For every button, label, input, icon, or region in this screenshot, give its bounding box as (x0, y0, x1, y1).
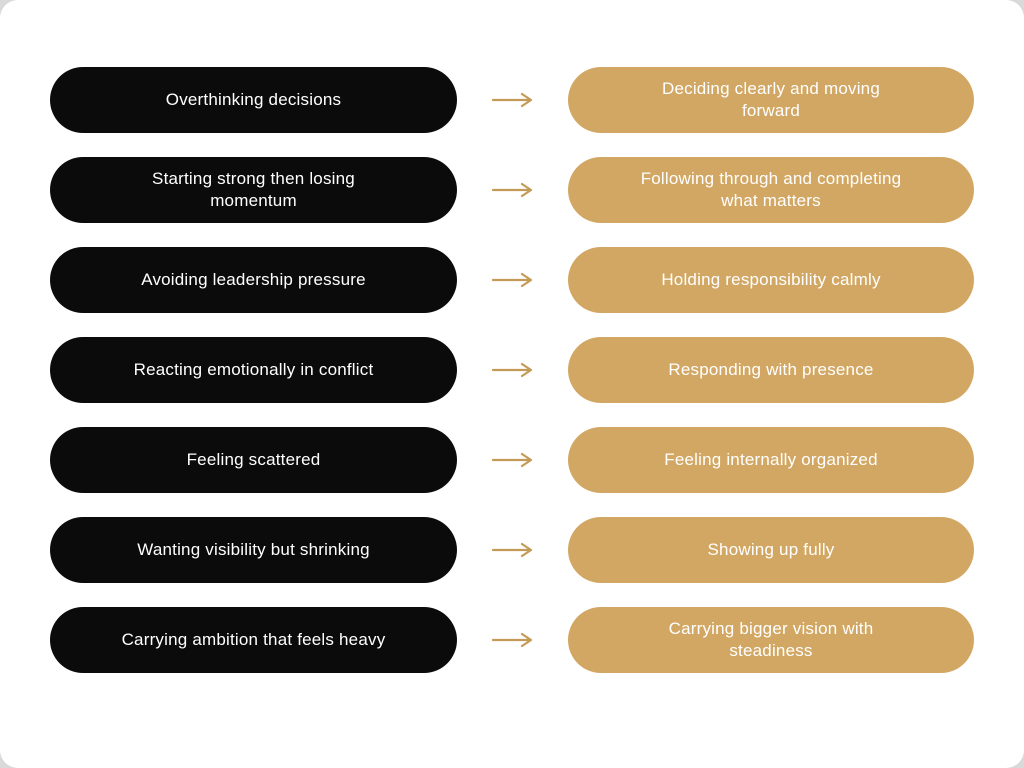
problem-label: Avoiding leadership pressure (141, 269, 366, 289)
problem-pill: Reacting emotionally in conflict (50, 337, 457, 403)
outcome-pill: Responding with presence (568, 337, 974, 403)
outcome-pill: Following through and completing what ma… (568, 157, 974, 223)
arrow-cell (457, 631, 568, 649)
problem-pill: Feeling scattered (50, 427, 457, 493)
outcome-label: Holding responsibility calmly (661, 269, 881, 289)
transformation-row: Wanting visibility but shrinking Showing… (50, 517, 974, 583)
problem-label: Carrying ambition that feels heavy (121, 629, 386, 649)
arrow-cell (457, 271, 568, 289)
right-arrow-icon (491, 92, 532, 108)
outcome-pill: Feeling internally organized (568, 427, 974, 493)
problem-label: Overthinking decisions (165, 89, 342, 109)
outcome-label: Following through and completing what ma… (640, 168, 902, 210)
transformation-row: Starting strong then losing momentum Fol… (50, 157, 974, 223)
right-arrow-icon (491, 182, 532, 198)
outcome-label: Carrying bigger vision with steadiness (668, 618, 874, 660)
transformation-row: Avoiding leadership pressure Holding res… (50, 247, 974, 313)
transformation-rows: Overthinking decisions Deciding clearly … (50, 67, 974, 673)
outcome-label: Deciding clearly and moving forward (661, 78, 880, 120)
arrow-cell (457, 91, 568, 109)
outcome-pill: Carrying bigger vision with steadiness (568, 607, 974, 673)
problem-label: Wanting visibility but shrinking (137, 539, 370, 559)
outcome-pill: Deciding clearly and moving forward (568, 67, 974, 133)
arrow-cell (457, 451, 568, 469)
outcome-label: Showing up fully (707, 539, 835, 559)
outcome-label: Feeling internally organized (664, 449, 878, 469)
right-arrow-icon (491, 362, 532, 378)
problem-pill: Starting strong then losing momentum (50, 157, 457, 223)
right-arrow-icon (491, 632, 532, 648)
transformation-row: Reacting emotionally in conflict Respond… (50, 337, 974, 403)
arrow-cell (457, 541, 568, 559)
outcome-pill: Showing up fully (568, 517, 974, 583)
arrow-cell (457, 181, 568, 199)
problem-label: Starting strong then losing momentum (152, 168, 355, 210)
right-arrow-icon (491, 452, 532, 468)
outcome-label: Responding with presence (668, 359, 874, 379)
problem-pill: Carrying ambition that feels heavy (50, 607, 457, 673)
problem-pill: Wanting visibility but shrinking (50, 517, 457, 583)
right-arrow-icon (491, 272, 532, 288)
right-arrow-icon (491, 542, 532, 558)
transformation-row: Overthinking decisions Deciding clearly … (50, 67, 974, 133)
transformation-row: Feeling scattered Feeling internally org… (50, 427, 974, 493)
problem-label: Reacting emotionally in conflict (133, 359, 374, 379)
problem-pill: Avoiding leadership pressure (50, 247, 457, 313)
problem-pill: Overthinking decisions (50, 67, 457, 133)
arrow-cell (457, 361, 568, 379)
outcome-pill: Holding responsibility calmly (568, 247, 974, 313)
problem-label: Feeling scattered (186, 449, 321, 469)
transformation-row: Carrying ambition that feels heavy Carry… (50, 607, 974, 673)
